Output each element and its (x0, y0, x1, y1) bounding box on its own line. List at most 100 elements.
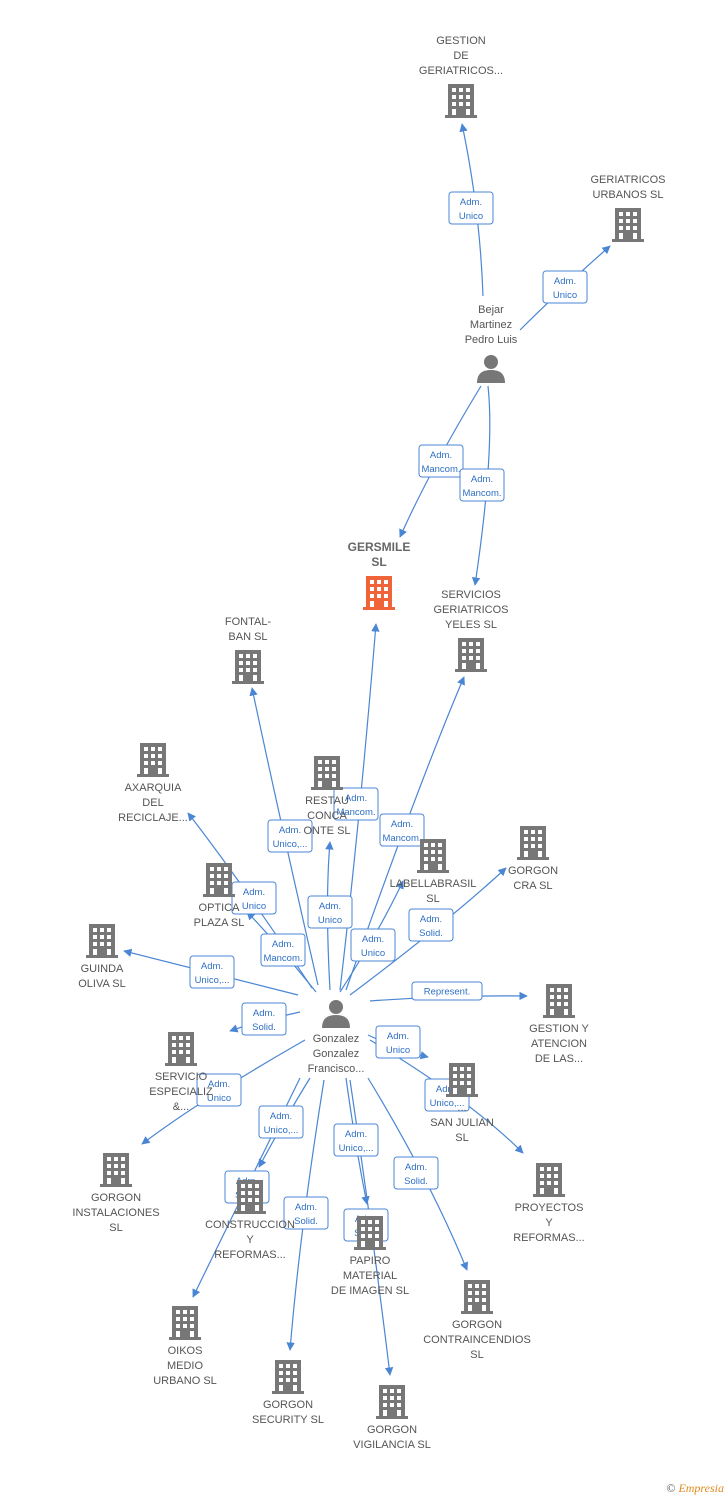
node-proyectos[interactable]: PROYECTOSYREFORMAS... (513, 1163, 585, 1244)
node-label-line: GORGON (452, 1319, 502, 1331)
edge-label-fontal[interactable]: Adm.Unico,... (267, 819, 313, 853)
edge-label-text: Adm. (405, 1162, 427, 1173)
node-gestion_geriatricos[interactable]: GESTIONDEGERIATRICOS... (419, 35, 503, 118)
edge-label-box (307, 895, 353, 929)
edge-label-geriatricos_urbanos[interactable]: Adm.Unico (542, 270, 588, 304)
edge-label-text: Mancom. (462, 488, 501, 499)
edge-label-gorgon_contraincendios[interactable]: Adm.Solid. (393, 1156, 439, 1190)
building-icon (363, 576, 395, 610)
edge-label-gorgon_security[interactable]: Adm.Solid. (283, 1196, 329, 1230)
edge-label-servicios_geriatricos[interactable]: Adm.Mancom. (379, 813, 425, 847)
node-label-line: SL (470, 1349, 483, 1361)
edge-label-box (393, 1156, 439, 1190)
node-label-line: DE IMAGEN SL (331, 1285, 409, 1297)
edge-label-restaurante[interactable]: Adm.Unico (307, 895, 353, 929)
building-icon (100, 1153, 132, 1187)
edge-label-gestion_atencion[interactable]: Represent. (411, 981, 483, 1001)
building-icon (311, 756, 343, 790)
building-icon (461, 1280, 493, 1314)
edge-label-text: Unico (242, 901, 266, 912)
edge-bejar-to-servicios_geriatricos (471, 385, 491, 586)
node-label-line: VIGILANCIA SL (353, 1439, 431, 1451)
building-icon (86, 924, 118, 958)
edge-label-text: Adm. (345, 1129, 367, 1140)
edge-label-axarquia[interactable]: Adm.Unico (231, 881, 277, 915)
edge-label-gorgon_cra[interactable]: Adm.Solid. (408, 908, 454, 942)
edge-label-san_julian[interactable]: Adm.Unico (375, 1025, 421, 1059)
building-icon (354, 1216, 386, 1250)
edge-label-text: Unico,... (273, 839, 308, 850)
node-label-line: MATERIAL (343, 1270, 397, 1282)
edge-label-text: Adm. (362, 934, 384, 945)
edge-label-gersmile[interactable]: Adm.Mancom. (418, 444, 464, 478)
node-label-line: GESTION Y (529, 1023, 589, 1035)
edge-label-text: Unico,... (339, 1143, 374, 1154)
node-label-line: RESTAU (305, 795, 349, 807)
edge-label-box (196, 1073, 242, 1107)
node-fontal[interactable]: FONTAL-BAN SL (225, 616, 272, 684)
node-servicios_especializados[interactable]: SERVICIOESPECIALIZ&... (149, 1032, 213, 1113)
building-icon (376, 1385, 408, 1419)
node-label-line: Francisco... (308, 1063, 365, 1075)
edge-label-optica[interactable]: Adm.Mancom. (260, 933, 306, 967)
edge-label-guinda[interactable]: Adm.Unico,... (189, 955, 235, 989)
edge-label-text: Adm. (460, 197, 482, 208)
node-label-line: URBANO SL (153, 1375, 217, 1387)
edge-label-box (459, 468, 505, 502)
edge-label-construcciones[interactable]: Adm.Unico,... (258, 1105, 304, 1139)
edge-label-box (408, 908, 454, 942)
edge-label-box (267, 819, 313, 853)
node-label-line: Bejar (478, 304, 504, 316)
edge-label-gorgon_instalaciones[interactable]: Adm.Unico (196, 1073, 242, 1107)
edge-label-text: Adm. (208, 1079, 230, 1090)
edge-label-servicios_especializados[interactable]: Adm.Solid. (241, 1002, 287, 1036)
building-icon (455, 638, 487, 672)
node-label-line: GERIATRICOS (591, 174, 666, 186)
edge-label-text: Adm. (345, 793, 367, 804)
edge-label-labellabrasil[interactable]: Adm.Unico (350, 928, 396, 962)
edge-label-gersmile[interactable]: Adm.Mancom. (333, 787, 379, 821)
edge-label-box (333, 1123, 379, 1157)
edge-label-papiro[interactable]: Adm. Unico,... (333, 1123, 379, 1157)
edge-label-box (542, 270, 588, 304)
node-label-line: ESPECIALIZ (149, 1086, 213, 1098)
node-label-line: SL (371, 555, 386, 569)
nodes-layer: GESTIONDEGERIATRICOS...GERIATRICOSURBANO… (72, 35, 665, 1451)
node-gonzalez[interactable]: GonzalezGonzalezFrancisco... (308, 1000, 365, 1075)
edge-label-gestion_geriatricos[interactable]: Adm.Unico (448, 191, 494, 225)
building-icon (612, 208, 644, 242)
building-icon (543, 984, 575, 1018)
node-label-line: GERIATRICOS... (419, 65, 503, 77)
edge-label-servicios_geriatricos[interactable]: Adm.Mancom. (459, 468, 505, 502)
node-label-line: SAN JULIAN (430, 1117, 494, 1129)
node-axarquia[interactable]: AXARQUIADELRECICLAJE... (118, 743, 188, 824)
edge-label-text: Adm. (253, 1008, 275, 1019)
node-label-line: OLIVA SL (78, 978, 126, 990)
node-label-line: CONCA (307, 810, 347, 822)
node-label-line: PAPIRO (350, 1255, 391, 1267)
node-papiro[interactable]: PAPIRO MATERIAL DE IMAGEN SL (331, 1216, 409, 1297)
node-label-line: SECURITY SL (252, 1414, 324, 1426)
footer-credit[interactable]: © Empresia (666, 1481, 724, 1496)
edge-label-text: Adm. (272, 939, 294, 950)
node-construcciones[interactable]: CONSTRUCCIONYREFORMAS... (205, 1180, 295, 1261)
node-label-line: MEDIO (167, 1360, 204, 1372)
node-label-line: DEL (142, 797, 163, 809)
edge-label-text: Solid. (294, 1216, 318, 1227)
